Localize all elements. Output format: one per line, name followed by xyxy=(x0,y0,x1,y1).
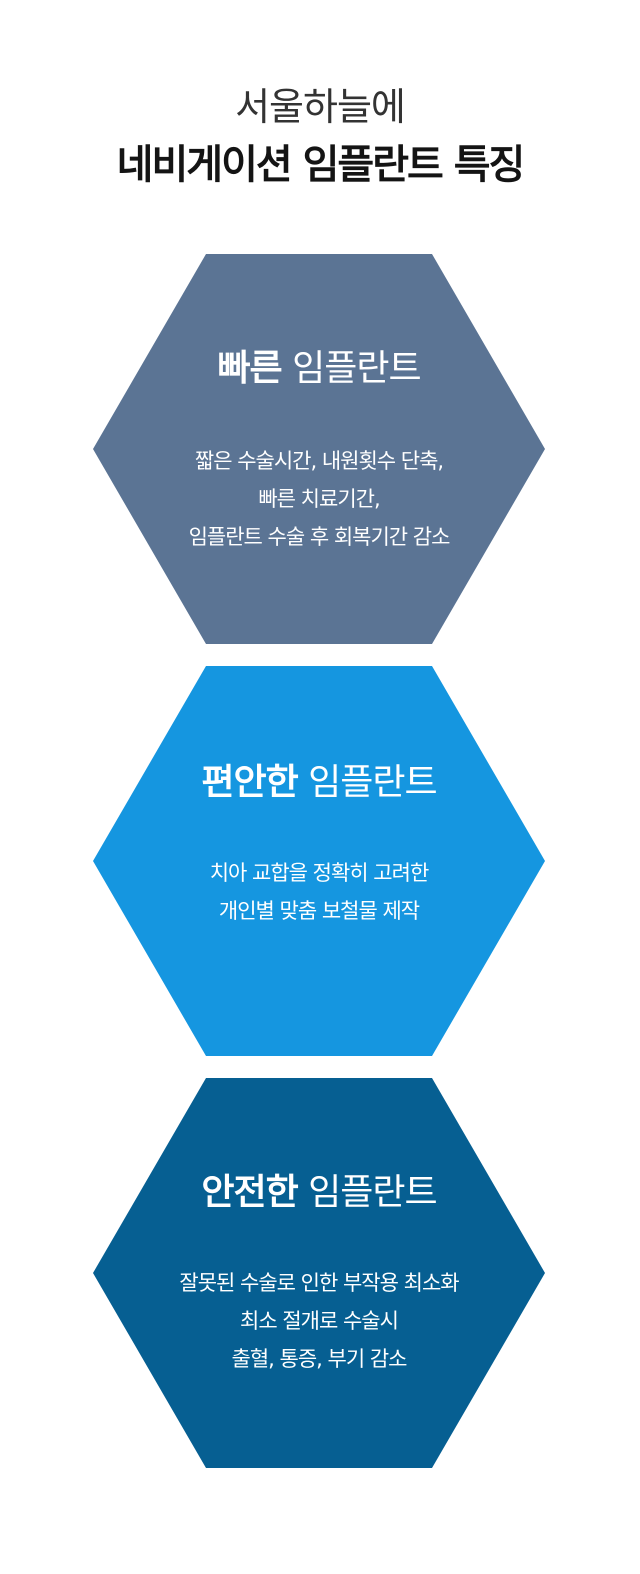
feature-title-rest: 임플란트 xyxy=(308,1172,437,1213)
feature-description: 짧은 수술시간, 내원횟수 단축, 빠른 치료기간, 임플란트 수술 후 회복기… xyxy=(93,442,545,556)
feature-hexagon-fast: 빠른 임플란트 짧은 수술시간, 내원횟수 단축, 빠른 치료기간, 임플란트 … xyxy=(93,254,545,644)
feature-title-rest: 임플란트 xyxy=(292,348,421,389)
feature-title: 편안한 임플란트 xyxy=(93,760,545,806)
feature-title-strong: 편안한 xyxy=(201,762,298,803)
feature-description-line: 짧은 수술시간, 내원횟수 단축, xyxy=(194,449,444,473)
feature-description-line: 빠른 치료기간, xyxy=(258,487,380,511)
feature-description-line: 치아 교합을 정확히 고려한 xyxy=(209,861,430,885)
feature-description-line: 개인별 맞춤 보철물 제작 xyxy=(218,899,420,923)
feature-title: 안전한 임플란트 xyxy=(93,1170,545,1216)
header: 서울하늘에 네비게이션 임플란트 특징 xyxy=(0,82,640,192)
feature-title: 빠른 임플란트 xyxy=(93,346,545,392)
feature-hexagon-safe: 안전한 임플란트 잘못된 수술로 인한 부작용 최소화 최소 절개로 수술시 출… xyxy=(93,1078,545,1468)
feature-title-rest: 임플란트 xyxy=(308,762,437,803)
feature-description-line: 잘못된 수술로 인한 부작용 최소화 xyxy=(179,1271,459,1295)
feature-description-line: 출혈, 통증, 부기 감소 xyxy=(231,1347,408,1371)
feature-description: 잘못된 수술로 인한 부작용 최소화 최소 절개로 수술시 출혈, 통증, 부기… xyxy=(93,1264,545,1378)
feature-description: 치아 교합을 정확히 고려한 개인별 맞춤 보철물 제작 xyxy=(93,854,545,930)
feature-description-line: 최소 절개로 수술시 xyxy=(240,1309,399,1333)
page-title: 네비게이션 임플란트 특징 xyxy=(116,142,526,188)
feature-hexagon-comfortable: 편안한 임플란트 치아 교합을 정확히 고려한 개인별 맞춤 보철물 제작 xyxy=(93,666,545,1056)
feature-description-line: 임플란트 수술 후 회복기간 감소 xyxy=(188,525,451,549)
page-subtitle: 서울하늘에 xyxy=(235,85,406,129)
feature-title-strong: 안전한 xyxy=(201,1172,298,1213)
feature-title-strong: 빠른 xyxy=(217,348,282,389)
